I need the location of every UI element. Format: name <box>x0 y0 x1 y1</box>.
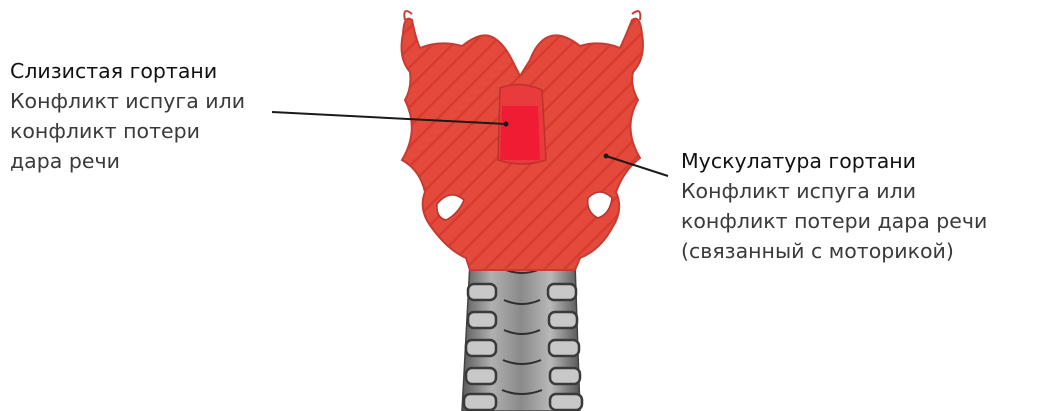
mucosa-leader-dot <box>504 122 509 127</box>
muscles-label: Мускулатура гортани Конфликт испуга или … <box>681 146 1031 266</box>
mucosa-region <box>500 106 540 160</box>
trachea <box>462 262 582 411</box>
mucosa-label: Слизистая гортани Конфликт испуга или ко… <box>10 56 270 176</box>
muscles-label-title: Мускулатура гортани <box>681 146 1031 176</box>
muscles-leader-dot <box>604 154 609 159</box>
mucosa-label-title: Слизистая гортани <box>10 56 270 86</box>
muscles-label-description: Конфликт испуга или конфликт потери дара… <box>681 176 1031 266</box>
mucosa-label-description: Конфликт испуга или конфликт потери дара… <box>10 86 270 176</box>
larynx <box>402 11 643 270</box>
